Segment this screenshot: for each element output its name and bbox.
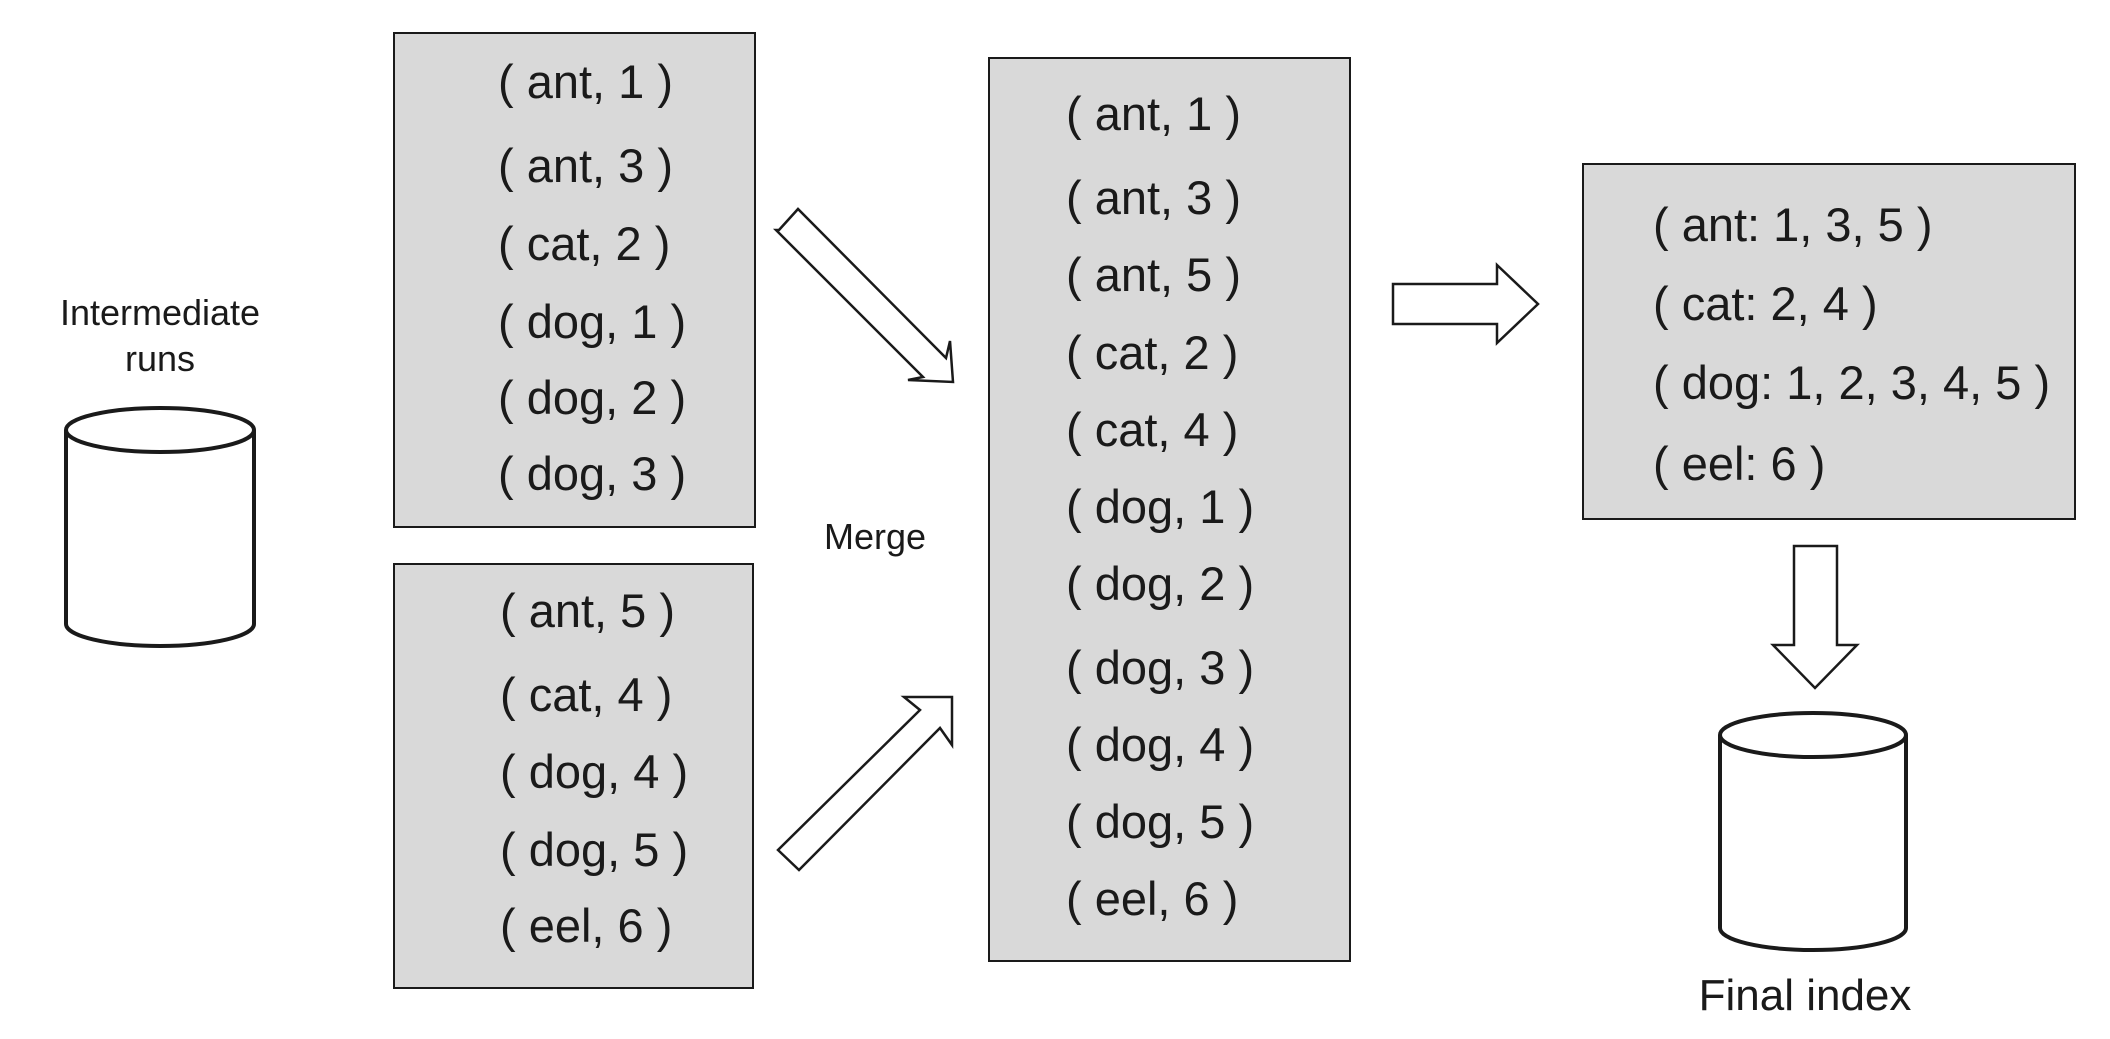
merged-entry: ( dog, 2 ) [1066, 557, 1255, 610]
merged-entry: ( dog, 4 ) [1066, 718, 1255, 771]
intermediate-runs-label-line2: runs [124, 338, 196, 380]
merged-entry: ( dog, 1 ) [1066, 480, 1255, 533]
run2-entry: ( dog, 5 ) [500, 823, 689, 876]
right-arrow-icon [1391, 262, 1540, 346]
merged-entry: ( dog, 5 ) [1066, 795, 1255, 848]
run2-entry: ( dog, 4 ) [500, 745, 689, 798]
run1-entry: ( ant, 1 ) [498, 55, 674, 108]
run2-entry: ( eel, 6 ) [500, 899, 673, 952]
final-index-disk-icon [1718, 711, 1908, 952]
run-box-2: ( ant, 5 ) ( cat, 4 ) ( dog, 4 ) ( dog, … [393, 563, 754, 989]
merged-entry: ( dog, 3 ) [1066, 641, 1255, 694]
run-box-1: ( ant, 1 ) ( ant, 3 ) ( cat, 2 ) ( dog, … [393, 32, 756, 528]
down-arrow-icon [1770, 544, 1860, 690]
run1-entry: ( dog, 1 ) [498, 295, 687, 348]
merged-box: ( ant, 1 ) ( ant, 3 ) ( ant, 5 ) ( cat, … [988, 57, 1351, 962]
postings-entry: ( eel: 6 ) [1653, 437, 1826, 490]
run1-entry: ( dog, 2 ) [498, 371, 687, 424]
run2-entry: ( cat, 4 ) [500, 668, 673, 721]
merged-entry: ( ant, 3 ) [1066, 171, 1242, 224]
merged-entry: ( cat, 2 ) [1066, 326, 1239, 379]
postings-entry: ( dog: 1, 2, 3, 4, 5 ) [1653, 356, 2051, 409]
merge-arrow-up-icon [776, 695, 954, 872]
merged-entry: ( ant, 1 ) [1066, 87, 1242, 140]
postings-entry: ( cat: 2, 4 ) [1653, 277, 1878, 330]
intermediate-runs-label-line1: Intermediate [59, 292, 261, 333]
final-index-label: Final index [1698, 971, 1912, 1020]
merged-entry: ( eel, 6 ) [1066, 872, 1239, 925]
merged-entry: ( ant, 5 ) [1066, 248, 1242, 301]
postings-entry: ( ant: 1, 3, 5 ) [1653, 198, 1933, 251]
run1-entry: ( cat, 2 ) [498, 217, 671, 270]
run1-entry: ( dog, 3 ) [498, 447, 687, 500]
merged-entry: ( cat, 4 ) [1066, 403, 1239, 456]
intermediate-runs-label: Intermediate runs [30, 290, 290, 382]
merge-arrow-down-icon [772, 207, 955, 384]
run2-entry: ( ant, 5 ) [500, 584, 676, 637]
postings-box: ( ant: 1, 3, 5 ) ( cat: 2, 4 ) ( dog: 1,… [1582, 163, 2076, 520]
merge-label: Merge [823, 516, 927, 557]
intermediate-runs-disk-icon [64, 406, 256, 648]
run1-entry: ( ant, 3 ) [498, 139, 674, 192]
